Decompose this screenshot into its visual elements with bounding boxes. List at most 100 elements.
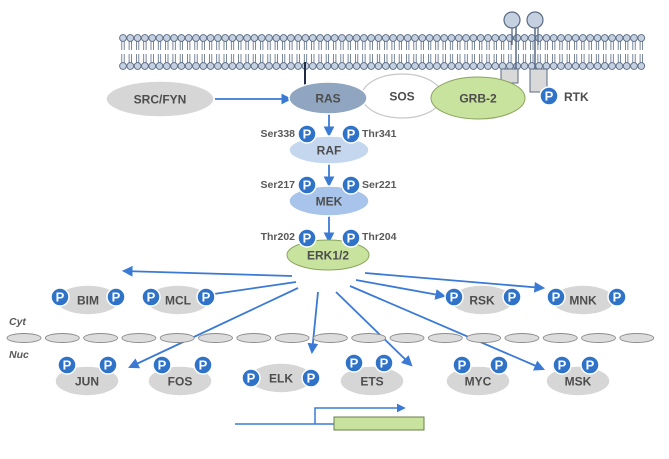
bim-label: BIM: [77, 294, 99, 308]
mek-site-right: Ser221: [362, 179, 397, 191]
svg-text:P: P: [347, 178, 356, 193]
lipid-68: [615, 34, 624, 70]
svg-text:P: P: [347, 231, 356, 246]
lipid-32: [352, 34, 361, 70]
lipid-22: [279, 34, 288, 70]
fos-phospho-left: P: [152, 355, 172, 375]
lipid-13: [214, 34, 222, 70]
lipid-58: [542, 34, 551, 70]
rsk-phospho-right: P: [502, 287, 522, 307]
raf-label: RAF: [317, 144, 342, 158]
arrow-erk-to-bim: [121, 265, 293, 277]
nuclear-pore-segment: [121, 333, 157, 343]
lipid-60: [557, 34, 565, 70]
sos-label: SOS: [389, 90, 414, 104]
lipid-59: [549, 34, 558, 70]
lipid-63: [579, 34, 587, 70]
lipid-36: [381, 34, 390, 70]
nuclear-pore-segment: [236, 333, 272, 343]
lipid-49: [476, 34, 485, 70]
msk-phospho-left: P: [552, 355, 572, 375]
gene-box: [333, 416, 425, 431]
lipid-15: [228, 34, 237, 70]
arrow-erk-to-msk: [349, 285, 545, 371]
cell-membrane: [119, 34, 646, 70]
lipid-7: [170, 34, 178, 70]
fos-phospho-right: P: [193, 355, 213, 375]
lipid-47: [462, 34, 470, 70]
myc-phospho-right: P: [489, 355, 509, 375]
lipid-70: [630, 34, 638, 70]
raf-site-right: Thr341: [362, 128, 397, 140]
lipid-33: [360, 34, 368, 70]
ets-phospho-left: P: [344, 353, 364, 373]
lipid-24: [294, 34, 303, 70]
nuclear-pore-segment: [504, 333, 540, 343]
erk-label: ERK1/2: [307, 249, 349, 263]
jun-phospho-right: P: [98, 355, 118, 375]
mcl-phospho-left: P: [141, 287, 161, 307]
grb2-label: GRB-2: [459, 92, 497, 106]
nuclear-envelope: [6, 333, 655, 343]
lipid-54: [513, 34, 522, 70]
lipid-57: [535, 34, 543, 70]
fos-label: FOS: [168, 375, 193, 389]
lipid-34: [367, 34, 376, 70]
nuclear-pore-segment: [159, 333, 195, 343]
svg-text:P: P: [247, 371, 256, 386]
rsk-label: RSK: [469, 294, 495, 308]
lipid-5: [155, 34, 164, 70]
rtk-phospho-site: P: [539, 86, 559, 106]
kinase-cascade: RAF Ser338 Thr341 MEK Ser217 Ser221 ERK1…: [261, 128, 397, 271]
elk-label: ELK: [269, 372, 293, 386]
svg-text:P: P: [303, 231, 312, 246]
nuclear-pore-segment: [274, 333, 310, 343]
svg-text:P: P: [158, 358, 167, 373]
lipid-17: [243, 34, 251, 70]
lipid-51: [491, 34, 500, 70]
lipid-27: [316, 34, 324, 70]
lipid-31: [345, 34, 354, 70]
lipid-29: [330, 34, 339, 70]
lipid-46: [454, 34, 463, 70]
mcl-phospho-right: P: [196, 287, 216, 307]
erk-site-left: Thr202: [261, 231, 296, 243]
nuclear-pore-segment: [542, 333, 578, 343]
svg-text:P: P: [104, 358, 113, 373]
nuclear-pore-segment: [198, 333, 233, 343]
src-fyn-label: SRC/FYN: [134, 93, 187, 107]
jun-phospho-left: P: [57, 355, 77, 375]
rtk-label: RTK: [564, 90, 589, 104]
ets-phospho-right: P: [374, 353, 394, 373]
lipid-40: [411, 34, 419, 70]
lipid-8: [177, 34, 186, 70]
arrow-erk-to-ets: [335, 291, 413, 367]
lipid-41: [418, 34, 427, 70]
arrow-erk-to-rsk: [355, 279, 447, 300]
lipid-0: [119, 34, 127, 70]
lipid-28: [323, 34, 332, 70]
nuclear-pore-segment: [83, 333, 119, 343]
nuclear-pore-segment: [44, 333, 80, 343]
lipid-42: [425, 34, 434, 70]
svg-text:P: P: [450, 290, 459, 305]
bim-phospho-right: P: [106, 287, 126, 307]
svg-text:P: P: [199, 358, 208, 373]
lipid-45: [447, 34, 456, 70]
rtk-receptor: [500, 11, 548, 93]
lipid-26: [308, 34, 317, 70]
lipid-38: [396, 34, 405, 70]
mnk-phospho-right: P: [607, 287, 627, 307]
nuclear-pore-segment: [351, 333, 387, 343]
svg-text:P: P: [495, 358, 504, 373]
lipid-23: [287, 34, 295, 70]
svg-text:P: P: [613, 290, 622, 305]
grb2-node: [430, 76, 526, 120]
nuclear-pore-segment: [389, 333, 425, 343]
raf-site-left: Ser338: [261, 128, 296, 140]
svg-text:P: P: [303, 178, 312, 193]
svg-text:P: P: [202, 290, 211, 305]
lipid-9: [184, 34, 193, 70]
mek-phospho-right: P: [341, 175, 361, 195]
